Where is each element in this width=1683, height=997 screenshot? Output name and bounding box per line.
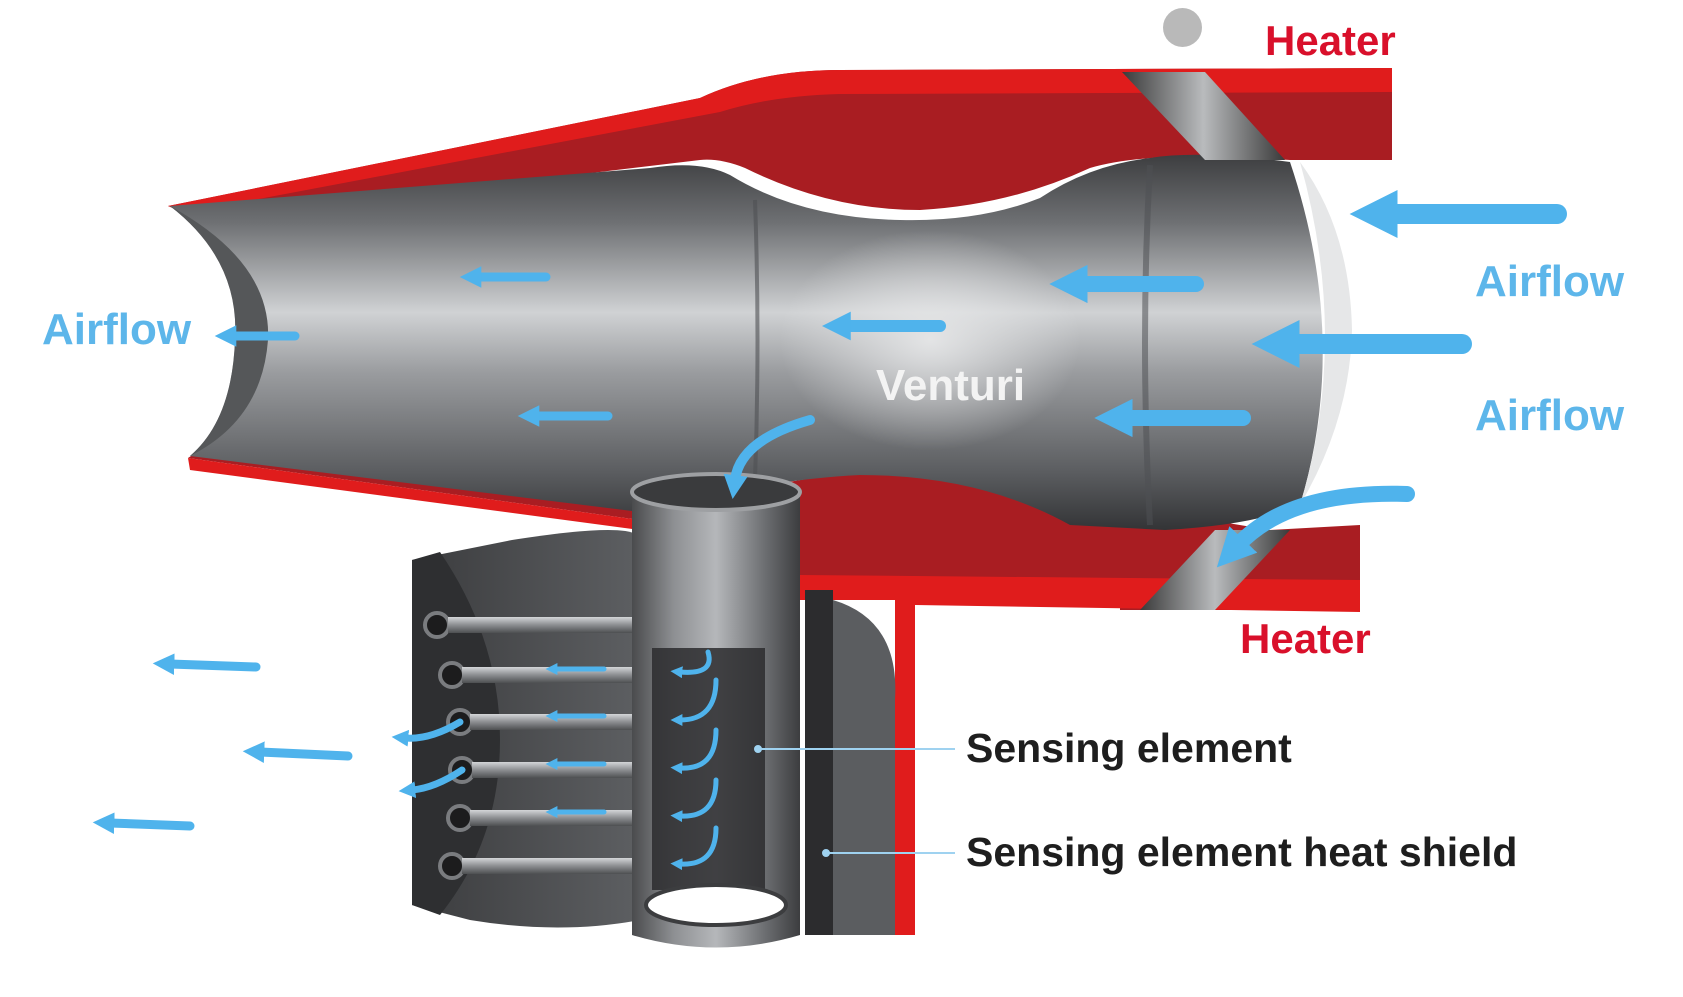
- airflow-arrow-icon: [670, 677, 719, 726]
- airflow-arrow-icon: [391, 718, 464, 747]
- airflow-left-label: Airflow: [42, 305, 192, 354]
- airflow-arrow-icon: [670, 777, 719, 823]
- inner-bore: [170, 154, 1323, 531]
- heat-shield-flange: [800, 575, 1360, 935]
- exhaust-arrows: [92, 653, 466, 834]
- connecting-rods: [448, 617, 668, 874]
- sensing-element-heat-shield-label: Sensing element heat shield: [966, 829, 1518, 875]
- airflow-arrow-icon: [670, 727, 719, 775]
- heater-top-label: Heater: [1265, 17, 1396, 64]
- heater-housing-bottom-edge: [188, 458, 640, 530]
- sensing-element-label: Sensing element: [966, 725, 1292, 771]
- callout-lines: [754, 745, 955, 857]
- airflow-right-upper-label: Airflow: [1475, 257, 1625, 306]
- sensing-tube-bottom-opening: [644, 883, 788, 927]
- airflow-arrow-icon: [152, 653, 261, 675]
- heater-housing-top-edge: [168, 68, 1392, 212]
- sensing-tube-window: [652, 648, 765, 890]
- airflow-arrows: [214, 189, 1567, 568]
- sensor-flow-arrows: [545, 649, 719, 871]
- heater-bottom-label: Heater: [1240, 615, 1371, 662]
- outlet-mouth: [170, 206, 269, 456]
- inlet-mouth: [1300, 162, 1352, 505]
- heater-pipe-top: [1122, 72, 1285, 160]
- airflow-right-lower-label: Airflow: [1475, 391, 1625, 440]
- airflow-arrow-icon: [92, 812, 195, 834]
- airflow-arrow-icon: [242, 741, 353, 763]
- venturi-glow: [780, 230, 1080, 450]
- status-dot-icon: [1163, 8, 1202, 47]
- airflow-arrow-icon: [723, 415, 815, 500]
- airflow-arrow-icon: [398, 766, 466, 799]
- inlet-step-shading: [1142, 164, 1153, 526]
- venturi-label: Venturi: [876, 361, 1026, 410]
- heat-shield-curve: [833, 600, 896, 935]
- airflow-arrow-icon: [670, 649, 712, 679]
- heat-shield-plate: [805, 590, 833, 935]
- airflow-arrow-icon: [1216, 485, 1415, 568]
- airflow-arrow-icon: [670, 825, 719, 871]
- sensing-tube-top-opening: [630, 472, 802, 512]
